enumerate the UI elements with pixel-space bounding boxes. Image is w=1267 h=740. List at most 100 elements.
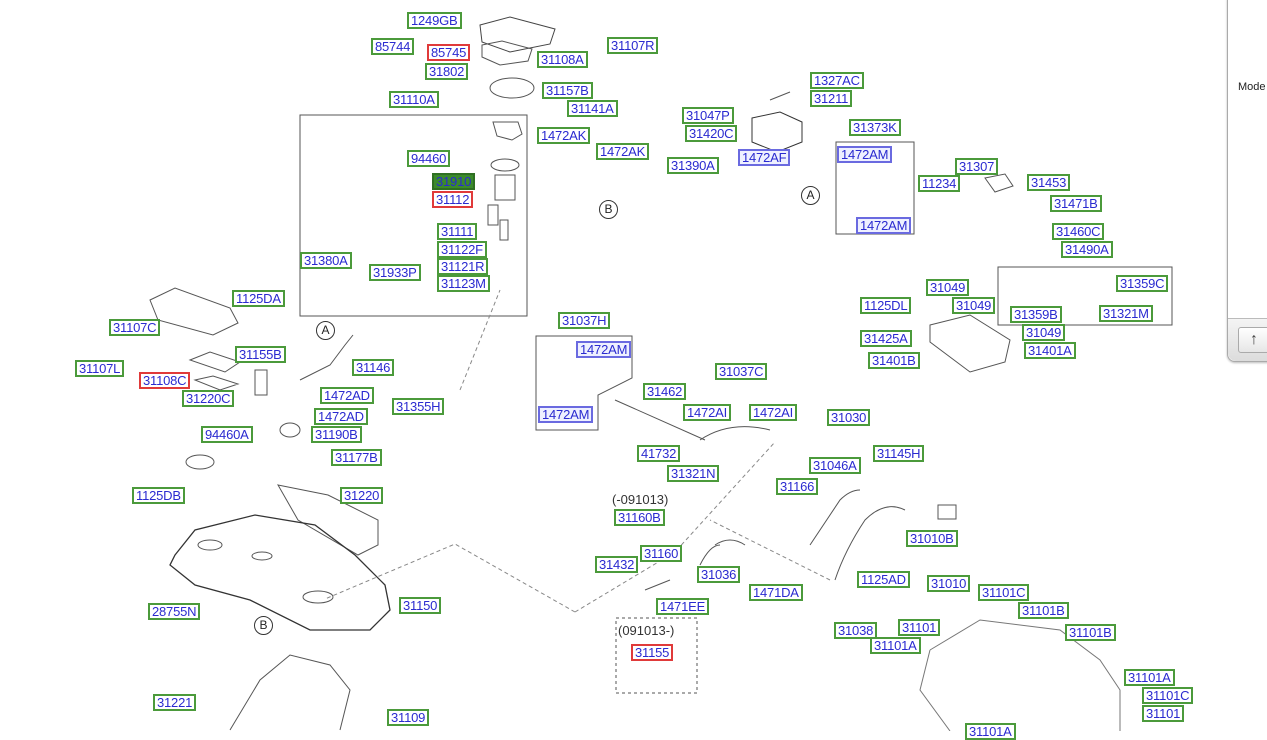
part-label[interactable]: 31425A: [860, 330, 912, 347]
part-label[interactable]: 11234: [918, 175, 961, 192]
part-label[interactable]: 94460A: [201, 426, 253, 443]
part-label[interactable]: 31802: [425, 63, 469, 80]
part-label[interactable]: 31010B: [906, 530, 958, 547]
part-label[interactable]: 31030: [827, 409, 871, 426]
part-label[interactable]: 31049: [1022, 324, 1066, 341]
part-label[interactable]: 85745: [427, 44, 471, 61]
part-label[interactable]: 31321N: [667, 465, 720, 482]
part-label[interactable]: 1472AD: [320, 387, 374, 404]
part-label[interactable]: 31101: [1142, 705, 1185, 722]
part-label[interactable]: 31220: [340, 487, 384, 504]
part-label[interactable]: 31355H: [392, 398, 445, 415]
part-label[interactable]: 31420C: [685, 125, 738, 142]
part-label[interactable]: 31307: [955, 158, 999, 175]
part-label[interactable]: 31037H: [558, 312, 611, 329]
part-label[interactable]: 31359B: [1010, 306, 1062, 323]
part-label[interactable]: 31166: [776, 478, 819, 495]
part-label[interactable]: 31101B: [1018, 602, 1069, 619]
part-label[interactable]: 31121R: [437, 258, 489, 275]
part-label[interactable]: 31359C: [1116, 275, 1169, 292]
part-label[interactable]: 1249GB: [407, 12, 462, 29]
part-label[interactable]: 31107R: [607, 37, 659, 54]
part-label[interactable]: 31109: [387, 709, 430, 726]
part-label[interactable]: 1471DA: [749, 584, 803, 601]
part-label[interactable]: 31177B: [331, 449, 382, 466]
part-label[interactable]: 31471B: [1050, 195, 1102, 212]
part-label[interactable]: 1125DA: [232, 290, 285, 307]
part-label[interactable]: 1472AK: [596, 143, 650, 160]
part-label[interactable]: 31038: [834, 622, 878, 639]
side-panel-footer: ↑: [1228, 318, 1267, 361]
part-label[interactable]: 1472AI: [749, 404, 798, 421]
part-label[interactable]: 41732: [637, 445, 681, 462]
part-label[interactable]: 31157B: [542, 82, 593, 99]
part-label[interactable]: 31390A: [667, 157, 719, 174]
part-label[interactable]: 31111: [437, 223, 478, 240]
part-label[interactable]: 31101: [898, 619, 941, 636]
part-label[interactable]: 31107L: [75, 360, 125, 377]
part-label[interactable]: 1472AK: [537, 127, 591, 144]
part-label[interactable]: 31490A: [1061, 241, 1113, 258]
part-label[interactable]: 31108A: [537, 51, 588, 68]
part-label[interactable]: 31155: [631, 644, 674, 661]
part-label[interactable]: 1472AM: [538, 406, 594, 423]
part-label[interactable]: 31047P: [682, 107, 734, 124]
part-label[interactable]: 1472AM: [856, 217, 912, 234]
part-label[interactable]: 1472AF: [738, 149, 791, 166]
part-label[interactable]: 31046A: [809, 457, 861, 474]
part-label[interactable]: 31220C: [182, 390, 235, 407]
part-label[interactable]: 31101C: [1142, 687, 1194, 704]
part-label[interactable]: 28755N: [148, 603, 201, 620]
part-label[interactable]: 31462: [643, 383, 687, 400]
part-label[interactable]: 31112: [432, 191, 474, 208]
part-label[interactable]: 31107C: [109, 319, 161, 336]
part-label[interactable]: 31380A: [300, 252, 352, 269]
part-label[interactable]: 31049: [952, 297, 996, 314]
part-label[interactable]: 31211: [810, 90, 853, 107]
part-label[interactable]: 31160B: [614, 509, 665, 526]
part-label[interactable]: 31160: [640, 545, 683, 562]
part-label[interactable]: 31037C: [715, 363, 768, 380]
part-label[interactable]: 31101B: [1065, 624, 1116, 641]
part-label[interactable]: 1471EE: [656, 598, 710, 615]
part-label[interactable]: 1472AM: [576, 341, 632, 358]
part-label[interactable]: 94460: [407, 150, 451, 167]
part-label[interactable]: 85744: [371, 38, 415, 55]
group-box-31490a: [997, 266, 1173, 326]
part-label[interactable]: 1472AD: [314, 408, 368, 425]
part-label[interactable]: 31190B: [311, 426, 362, 443]
part-label[interactable]: 31036: [697, 566, 741, 583]
part-label[interactable]: 31373K: [849, 119, 901, 136]
part-label[interactable]: 31141A: [567, 100, 618, 117]
part-label[interactable]: 31401B: [868, 352, 920, 369]
part-label[interactable]: 31110A: [389, 91, 439, 108]
part-label[interactable]: 31432: [595, 556, 639, 573]
part-label[interactable]: 31933P: [369, 264, 421, 281]
part-label[interactable]: 31123M: [437, 275, 490, 292]
part-label[interactable]: 31460C: [1052, 223, 1105, 240]
part-label[interactable]: 1125DL: [860, 297, 912, 314]
part-label[interactable]: 31910: [432, 173, 476, 190]
part-label[interactable]: 31221: [153, 694, 197, 711]
part-label[interactable]: 31401A: [1024, 342, 1076, 359]
part-label[interactable]: 31101A: [965, 723, 1016, 740]
part-label[interactable]: 31145H: [873, 445, 925, 462]
part-label[interactable]: 31101A: [1124, 669, 1175, 686]
part-label[interactable]: 31101C: [978, 584, 1030, 601]
part-label[interactable]: 31146: [352, 359, 395, 376]
part-label[interactable]: 31122F: [437, 241, 487, 258]
part-label[interactable]: 1125DB: [132, 487, 185, 504]
part-label[interactable]: 31453: [1027, 174, 1071, 191]
part-label[interactable]: 31155B: [235, 346, 286, 363]
part-label[interactable]: 31010: [927, 575, 971, 592]
scroll-up-button[interactable]: ↑: [1238, 327, 1267, 353]
part-label[interactable]: 31101A: [870, 637, 921, 654]
part-label[interactable]: 1125AD: [857, 571, 910, 588]
part-label[interactable]: 1327AC: [810, 72, 864, 89]
part-label[interactable]: 31108C: [139, 372, 191, 389]
part-label[interactable]: 1472AM: [837, 146, 893, 163]
part-label[interactable]: 1472AI: [683, 404, 732, 421]
part-label[interactable]: 31321M: [1099, 305, 1153, 322]
part-label[interactable]: 31150: [399, 597, 442, 614]
part-label[interactable]: 31049: [926, 279, 970, 296]
